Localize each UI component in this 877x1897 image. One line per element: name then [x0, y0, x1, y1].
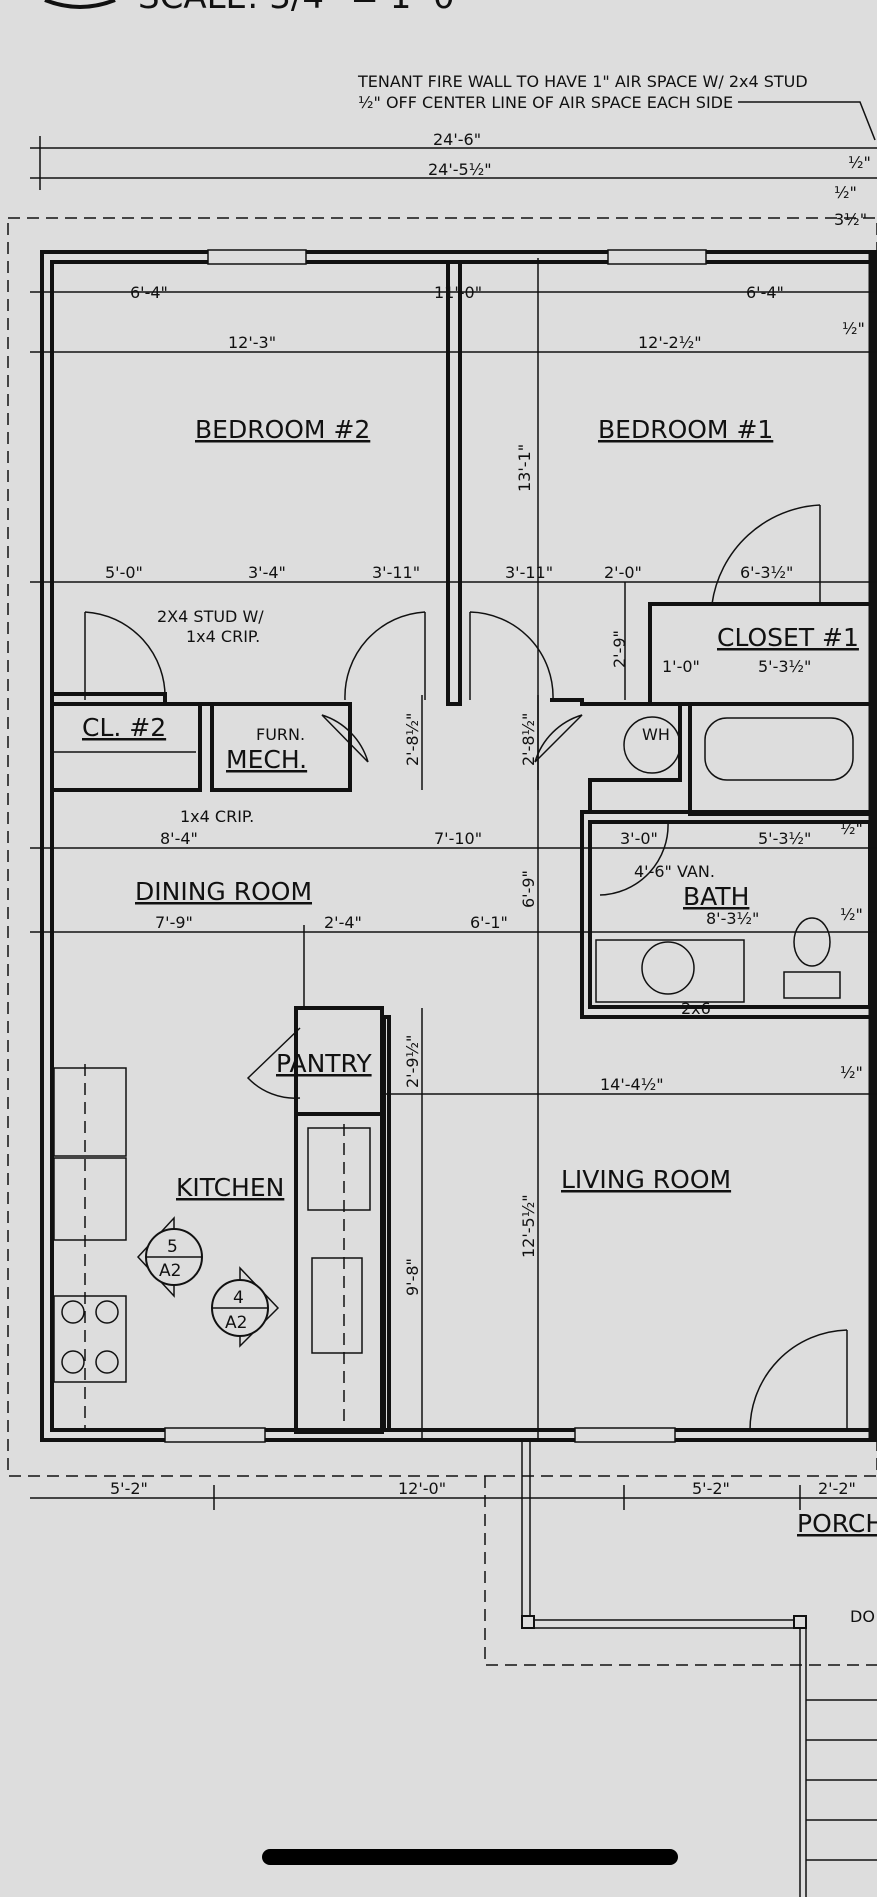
note-crip: 1x4 CRIP.: [180, 807, 254, 826]
dim-7-10: 7'-10": [434, 829, 482, 848]
dim-14-4h: 14'-4½": [600, 1075, 664, 1094]
dim-6-1: 6'-1": [470, 913, 508, 932]
toilet-bowl: [793, 917, 831, 967]
dim-6-9: 6'-9": [519, 870, 538, 908]
dim-3-11a: 3'-11": [372, 563, 420, 582]
dim-2-0: 2'-0": [604, 563, 642, 582]
fire-wall-note: TENANT FIRE WALL TO HAVE 1" AIR SPACE W/…: [357, 72, 876, 141]
dimension-labels: 6'-4" 11'-0" 6'-4" ½" 12'-3" 12'-2½" 13'…: [105, 283, 865, 1498]
room-kitchen: KITCHEN: [176, 1173, 284, 1202]
dim-12-3: 12'-3": [228, 333, 276, 352]
dim-5-3h-closet: 5'-3½": [758, 657, 811, 676]
dim-12-5h: 12'-5½": [519, 1194, 538, 1258]
dim-3-4: 3'-4": [248, 563, 286, 582]
room-closet-1: CLOSET #1: [717, 623, 859, 652]
dim-half-2: ½": [834, 183, 857, 202]
dim-three-half: 3½": [834, 210, 867, 229]
dim-6-3h: 6'-3½": [740, 563, 793, 582]
dim-2-9: 2'-9": [610, 630, 629, 668]
fire-wall-note-line1: TENANT FIRE WALL TO HAVE 1" AIR SPACE W/…: [357, 72, 808, 91]
room-closet-2: CL. #2: [82, 713, 166, 742]
dim-13-1: 13'-1": [515, 444, 534, 492]
dim-11-0: 11'-0": [434, 283, 482, 302]
overall-dimensions: 24'-6" 24'-5½" ½" ½" 3½": [30, 130, 877, 229]
dim-2-8h-b: 2'-8½": [519, 713, 538, 766]
dim-half-3: ½": [842, 319, 865, 338]
dim-5-3h-bath: 5'-3½": [758, 829, 811, 848]
dim-12-2h: 12'-2½": [638, 333, 702, 352]
dim-3-11b: 3'-11": [505, 563, 553, 582]
section-marker-5: 5 A2: [136, 1216, 203, 1298]
bathtub: [704, 717, 854, 781]
windows: [164, 249, 707, 1443]
title-block-fragment: SCALE: 3/4" = 1'-0": [44, 0, 470, 17]
section-marker-4-sheet: A2: [225, 1313, 247, 1333]
vanity: [595, 939, 745, 1003]
dim-half-5: ½": [840, 905, 863, 924]
dim-bottom-5-2b: 5'-2": [692, 1479, 730, 1498]
scale-label: SCALE: 3/4" = 1'-0": [138, 0, 470, 17]
dim-half-4: ½": [840, 819, 863, 838]
water-heater: [623, 716, 681, 774]
room-porch: PORCH: [797, 1509, 877, 1538]
dimension-lines: [30, 258, 877, 1510]
dim-8-4: 8'-4": [160, 829, 198, 848]
dim-half-1: ½": [848, 153, 871, 172]
room-bedroom-1: BEDROOM #1: [598, 415, 773, 444]
fire-wall-leader: [738, 101, 876, 141]
fire-wall-note-line2: ½" OFF CENTER LINE OF AIR SPACE EACH SID…: [358, 93, 733, 112]
dim-2-9h: 2'-9½": [403, 1035, 422, 1088]
note-wh: WH: [642, 725, 670, 744]
door-swings: [84, 504, 848, 1431]
room-bath: BATH: [683, 882, 749, 911]
dim-bottom-5-2a: 5'-2": [110, 1479, 148, 1498]
dim-overall-1: 24'-6": [433, 130, 481, 149]
counter-cabinet: [307, 1127, 371, 1211]
section-marker-4-num: 4: [233, 1288, 244, 1308]
note-2x6: 2x6: [681, 999, 711, 1018]
annotations: 2X4 STUD W/ 1x4 CRIP. 1x4 CRIP. FURN. WH…: [157, 607, 875, 1626]
bath-sink: [641, 941, 695, 995]
room-bedroom-2: BEDROOM #2: [195, 415, 370, 444]
dim-b1-6-4: 6'-4": [746, 283, 784, 302]
dim-3-0: 3'-0": [620, 829, 658, 848]
dim-5-0: 5'-0": [105, 563, 143, 582]
section-marker-4: 4 A2: [211, 1266, 280, 1348]
room-pantry: PANTRY: [276, 1049, 372, 1078]
dim-bottom-2-2: 2'-2": [818, 1479, 856, 1498]
porch-rails: [521, 1440, 877, 1897]
home-indicator[interactable]: [262, 1849, 678, 1865]
fixtures: [53, 716, 854, 1430]
dim-1-0: 1'-0": [662, 657, 700, 676]
dim-overall-2: 24'-5½": [428, 160, 492, 179]
kitchen-sink: [311, 1257, 363, 1354]
toilet-tank: [783, 971, 841, 999]
dishwasher: [53, 1157, 127, 1241]
note-door-partial: DO: [850, 1607, 875, 1626]
note-stud-line1: 2X4 STUD W/: [157, 607, 264, 626]
dim-half-6: ½": [840, 1063, 863, 1082]
dim-7-9: 7'-9": [155, 913, 193, 932]
range: [53, 1295, 127, 1383]
dim-b2-6-4: 6'-4": [130, 283, 168, 302]
section-marker-5-sheet: A2: [159, 1261, 181, 1281]
room-mech: MECH.: [226, 745, 307, 774]
room-labels: BEDROOM #2 BEDROOM #1 CLOSET #1 CL. #2 M…: [82, 415, 877, 1538]
refrigerator: [53, 1067, 127, 1157]
room-dining: DINING ROOM: [135, 877, 312, 906]
dim-2-4: 2'-4": [324, 913, 362, 932]
porch-outline: [484, 1476, 877, 1666]
section-marker-5-num: 5: [167, 1237, 178, 1257]
note-vanity: 4'-6" VAN.: [634, 862, 715, 881]
note-stud-line2: 1x4 CRIP.: [186, 627, 260, 646]
dim-8-3h: 8'-3½": [706, 909, 759, 928]
dim-bottom-12-0: 12'-0": [398, 1479, 446, 1498]
dim-9-8: 9'-8": [403, 1258, 422, 1296]
room-living: LIVING ROOM: [561, 1165, 731, 1194]
note-furn: FURN.: [256, 725, 305, 744]
dim-2-8h-a: 2'-8½": [403, 713, 422, 766]
